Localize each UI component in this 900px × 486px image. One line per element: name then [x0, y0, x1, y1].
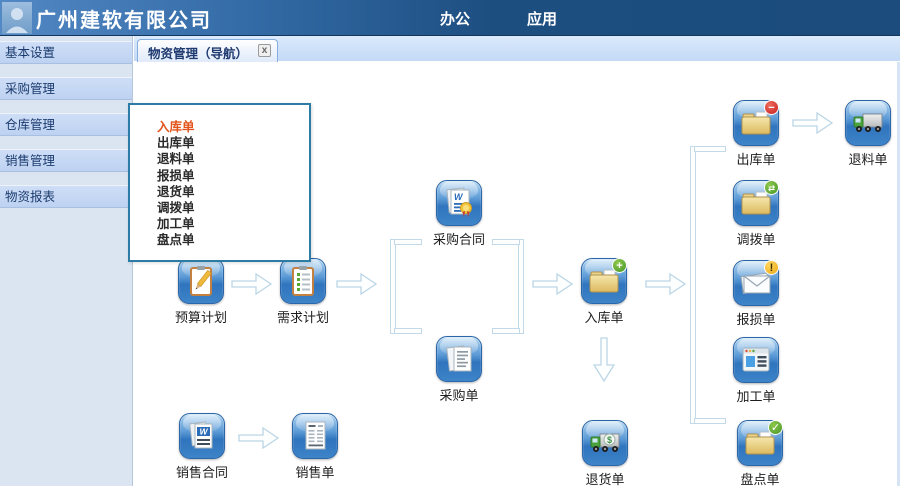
user-avatar-icon[interactable]: [2, 2, 32, 34]
clipboard-checklist-icon: [280, 258, 326, 304]
tab-material-management-nav[interactable]: 物资管理（导航） x: [137, 39, 279, 62]
popup-item-damage-report[interactable]: 报损单: [157, 168, 195, 183]
flow-node-label: 销售单: [295, 465, 335, 480]
arrow-right-icon: [792, 112, 834, 134]
arrow-down-icon: [593, 337, 615, 383]
folder-check-icon: ✓: [737, 420, 783, 466]
svg-text:W: W: [199, 427, 208, 437]
sidebar-item-sales-mgmt[interactable]: 销售管理: [0, 149, 132, 172]
popup-item-processing-order[interactable]: 加工单: [157, 217, 195, 232]
popup-item-goods-return[interactable]: 退货单: [157, 184, 195, 199]
flow-node-transfer-order[interactable]: ⇄ 调拨单: [733, 180, 779, 247]
invoice-document-icon: [292, 413, 338, 459]
browser-window-icon: [733, 337, 779, 383]
arrow-right-icon: [336, 273, 378, 295]
word-document-icon: W: [179, 413, 225, 459]
word-document-seal-icon: W: [436, 180, 482, 226]
transfer-badge-icon: ⇄: [764, 180, 779, 195]
flow-node-damage-report[interactable]: ! 报损单: [733, 260, 779, 327]
flow-node-label: 出库单: [736, 152, 776, 167]
popup-item-outbound-order[interactable]: 出库单: [157, 136, 195, 151]
flow-node-sales-contract[interactable]: W 销售合同: [176, 413, 228, 480]
popup-item-stocktake-order[interactable]: 盘点单: [157, 233, 195, 248]
flow-node-label: 报损单: [736, 312, 776, 327]
flow-node-purchase-order[interactable]: 采购单: [436, 336, 482, 403]
warehouse-menu-popup: 入库单 出库单 退料单 报损单 退货单 调拨单 加工单 盘点单: [128, 103, 311, 262]
connector-right-bracket-bottom: [492, 328, 520, 334]
flow-node-inbound-order[interactable]: + 入库单: [581, 258, 627, 325]
sidebar-item-warehouse-mgmt[interactable]: 仓库管理: [0, 113, 132, 136]
flow-node-label: 加工单: [736, 389, 776, 404]
sidebar-item-purchase-mgmt[interactable]: 采购管理: [0, 77, 132, 100]
flow-node-label: 入库单: [584, 310, 624, 325]
alert-badge-icon: !: [764, 260, 779, 275]
truck-dollar-icon: $: [582, 420, 628, 466]
sidebar-item-material-reports[interactable]: 物资报表: [0, 185, 132, 208]
flow-node-material-return[interactable]: 退料单: [845, 100, 891, 167]
arrow-right-icon: [238, 427, 280, 449]
flow-node-label: 需求计划: [276, 310, 330, 325]
person-silhouette-icon: [6, 8, 28, 33]
connector-left-bracket-top: [394, 239, 422, 245]
tab-strip: 物资管理（导航） x: [134, 36, 900, 62]
check-badge-icon: ✓: [768, 420, 783, 435]
flow-node-budget-plan[interactable]: 预算计划: [175, 258, 227, 325]
connector-tall-bracket-top: [694, 146, 726, 152]
connector-right-bracket-top: [492, 239, 520, 245]
envelope-alert-icon: !: [733, 260, 779, 306]
flow-node-purchase-contract[interactable]: W 采购合同: [433, 180, 485, 247]
truck-icon: [845, 100, 891, 146]
company-title: 广州建软有限公司: [36, 10, 212, 32]
nav-office[interactable]: 办公: [440, 11, 471, 28]
flow-node-goods-return[interactable]: $ 退货单: [582, 420, 628, 486]
tab-label: 物资管理（导航）: [148, 47, 249, 61]
flow-node-label: 退料单: [848, 152, 888, 167]
minus-badge-icon: −: [764, 100, 779, 115]
folder-transfer-icon: ⇄: [733, 180, 779, 226]
sidebar-item-basic-settings[interactable]: 基本设置: [0, 41, 132, 64]
svg-text:W: W: [454, 192, 464, 202]
popup-item-inbound-order[interactable]: 入库单: [157, 120, 195, 134]
popup-item-transfer-order[interactable]: 调拨单: [157, 201, 195, 216]
flow-node-sales-order[interactable]: 销售单: [292, 413, 338, 480]
connector-tall-bracket-vertical: [690, 146, 696, 424]
clipboard-pencil-icon: [178, 258, 224, 304]
sidebar: 基本设置 采购管理 仓库管理 销售管理 物资报表: [0, 36, 133, 486]
flow-node-label: 采购合同: [432, 232, 486, 247]
flow-node-label: 盘点单: [740, 472, 780, 486]
connector-left-bracket-vertical: [390, 239, 396, 334]
connector-right-bracket-vertical: [518, 239, 524, 334]
svg-text:$: $: [607, 435, 612, 445]
folder-minus-icon: −: [733, 100, 779, 146]
flow-node-label: 预算计划: [174, 310, 228, 325]
popup-item-material-return[interactable]: 退料单: [157, 152, 195, 167]
connector-tall-bracket-bottom: [694, 418, 726, 424]
flow-node-outbound-order[interactable]: − 出库单: [733, 100, 779, 167]
flow-node-demand-plan[interactable]: 需求计划: [277, 258, 329, 325]
tab-close-icon[interactable]: x: [258, 44, 272, 57]
documents-stack-icon: [436, 336, 482, 382]
plus-badge-icon: +: [612, 258, 627, 273]
flow-node-label: 退货单: [585, 472, 625, 486]
flow-node-processing-order[interactable]: 加工单: [733, 337, 779, 404]
connector-left-bracket-bottom: [394, 328, 422, 334]
app-header: 广州建软有限公司 办公 应用: [0, 0, 900, 36]
sidebar-items: 基本设置 采购管理 仓库管理 销售管理 物资报表: [0, 36, 132, 208]
nav-apps[interactable]: 应用: [527, 11, 558, 28]
flow-node-label: 调拨单: [736, 232, 776, 247]
folder-plus-icon: +: [581, 258, 627, 304]
flow-node-label: 销售合同: [175, 465, 229, 480]
arrow-right-icon: [532, 273, 574, 295]
flow-node-label: 采购单: [439, 388, 479, 403]
arrow-right-icon: [231, 273, 273, 295]
flow-node-stocktake-order[interactable]: ✓ 盘点单: [737, 420, 783, 486]
arrow-right-icon: [645, 273, 687, 295]
